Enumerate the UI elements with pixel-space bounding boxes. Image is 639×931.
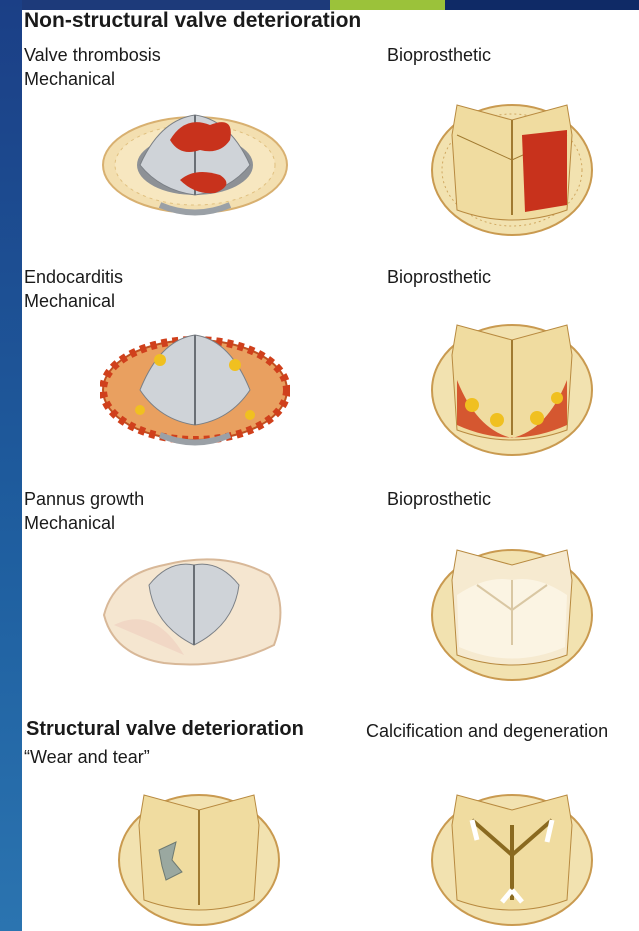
bioprosthetic-endocarditis-valve: [427, 310, 597, 460]
non-structural-title: Non-structural valve deterioration: [24, 10, 361, 32]
row3-left-label-2: Mechanical: [24, 512, 115, 534]
bioprosthetic-thrombosis-valve: [427, 90, 597, 240]
row1-left-label-1: Valve thrombosis: [24, 44, 161, 66]
row3-left-label-1: Pannus growth: [24, 488, 144, 510]
wear-and-tear-valve: [114, 780, 284, 930]
structural-left-label: “Wear and tear”: [24, 746, 150, 768]
row3-right-label: Bioprosthetic: [387, 488, 491, 510]
row2-right-label: Bioprosthetic: [387, 266, 491, 288]
bioprosthetic-pannus-valve: [427, 535, 597, 685]
row1-right-label: Bioprosthetic: [387, 44, 491, 66]
mechanical-endocarditis-valve: [100, 320, 290, 450]
sidebar-accent: [0, 0, 22, 931]
structural-title: Structural valve deterioration: [26, 718, 304, 740]
row1-left-label-2: Mechanical: [24, 68, 115, 90]
figure-panel: Non-structural valve deterioration Valve…: [22, 10, 639, 931]
structural-right-label: Calcification and degeneration: [366, 720, 608, 742]
mechanical-pannus-valve: [94, 545, 294, 675]
row2-left-label-2: Mechanical: [24, 290, 115, 312]
calcification-valve: [427, 780, 597, 930]
mechanical-thrombosis-valve: [100, 95, 290, 220]
row2-left-label-1: Endocarditis: [24, 266, 123, 288]
